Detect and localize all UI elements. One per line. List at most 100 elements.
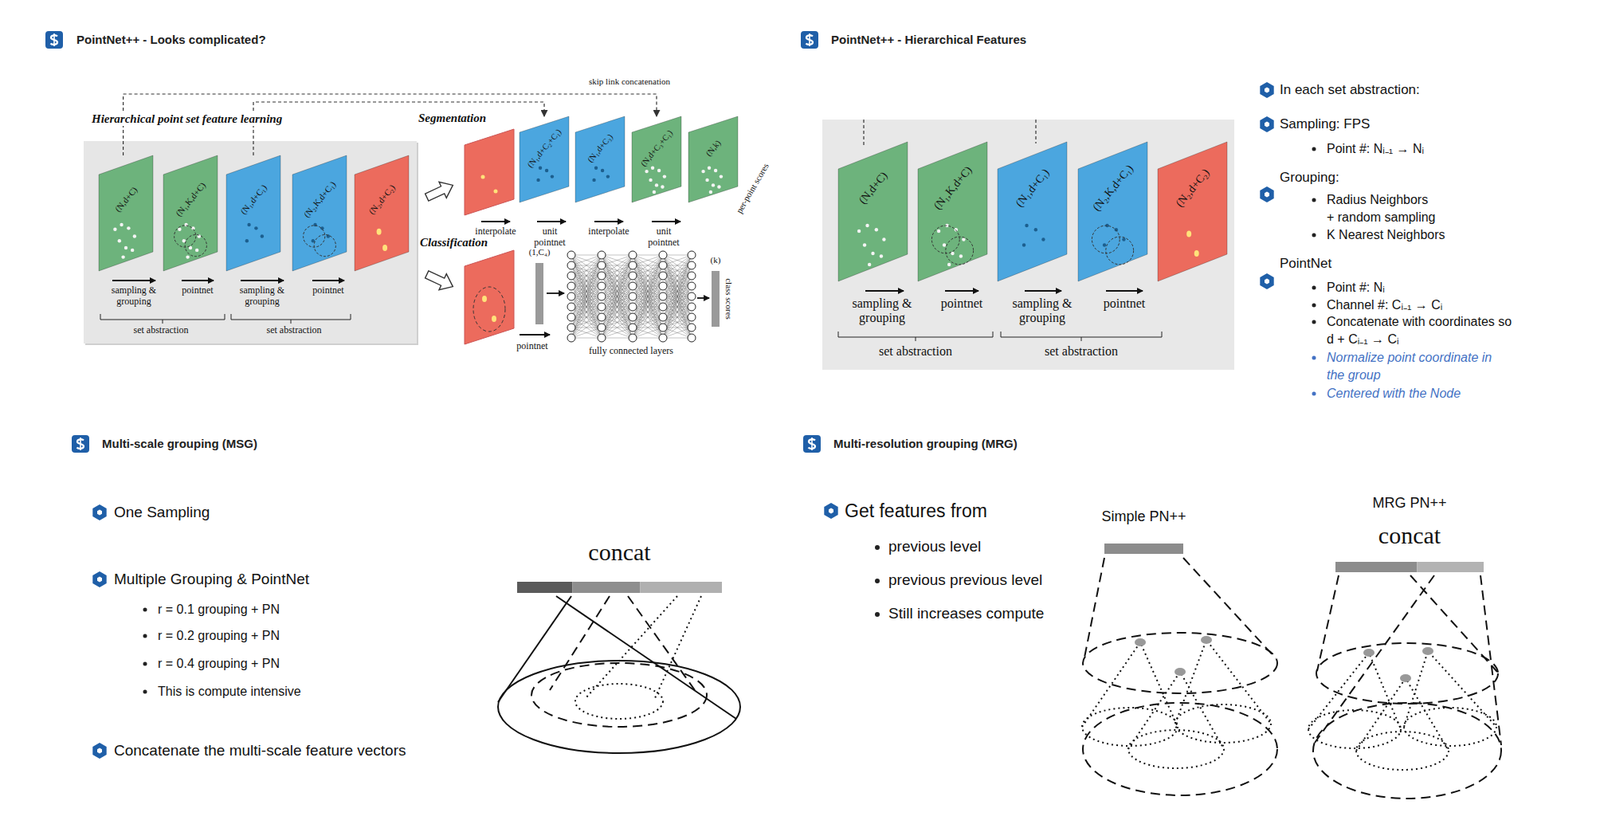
network-layers (662, 327, 692, 338)
node-label: pointnet (312, 285, 344, 297)
msg-figure (627, 596, 695, 691)
point-dot (652, 190, 656, 194)
network-layers (601, 254, 633, 328)
network-layers (662, 254, 692, 307)
network-layers (628, 282, 637, 291)
bullet-text: PointNet (1279, 254, 1332, 273)
concat-bar: MRG PN++concat (1335, 561, 1484, 573)
feature-plane: (N₁,K,d+C) (163, 155, 218, 271)
point-dot (247, 223, 251, 227)
bullet-hexagon (92, 571, 106, 588)
network-layers (628, 333, 637, 342)
network-layers (628, 313, 637, 322)
point-dot (382, 244, 388, 251)
bullet-hexagon (823, 502, 838, 519)
network-layers (601, 254, 633, 338)
bullet-text: Grouping: (1279, 168, 1340, 187)
feature-plane: (N,k)per-point scores (688, 116, 738, 203)
node-label: concat (1378, 521, 1441, 550)
network-layers (571, 254, 602, 328)
network-layers (658, 292, 667, 301)
bullet-dot (1312, 392, 1317, 397)
network-layers (601, 306, 633, 338)
node-label: set abstraction (1044, 344, 1118, 359)
bullet-dot (1312, 286, 1317, 291)
network-layers (597, 333, 606, 342)
point-dot (707, 166, 711, 170)
network-layers (571, 275, 602, 338)
bar-shape (1104, 543, 1184, 554)
point-dot (124, 246, 128, 250)
feature-plane: (N₂,K,d+C₁) (1078, 141, 1148, 282)
network-layers (662, 254, 692, 307)
group-ball (174, 225, 197, 248)
plane-shape (838, 141, 908, 282)
point-dot (133, 234, 137, 238)
plane-shape (631, 116, 682, 203)
bullet-text: Centered with the Node (1326, 384, 1461, 403)
network-layers (601, 327, 633, 338)
point-dot (711, 183, 715, 187)
step-arrow (519, 333, 550, 336)
network-layers (662, 306, 692, 338)
node-label: set abstraction (266, 325, 322, 337)
node-label: Simple PN++ (1101, 508, 1186, 526)
network-layers (571, 254, 602, 307)
step-arrow (546, 292, 565, 295)
bar-segment (1416, 561, 1484, 573)
msg-figure (549, 596, 610, 691)
bar-shape (711, 270, 720, 327)
bar-shape (517, 581, 722, 593)
mrg-figure (1314, 575, 1435, 743)
network-layers (597, 282, 606, 291)
network-layers (632, 286, 663, 338)
simple-figure (1200, 635, 1212, 644)
point-dot (126, 226, 130, 230)
network-layers (632, 254, 663, 266)
bullet-text: Point #: Nᵢ (1326, 278, 1385, 297)
network-layers (687, 261, 696, 270)
network-layers (567, 282, 576, 291)
network-layers (687, 282, 696, 291)
network-layers (658, 313, 667, 322)
bullet-text: Still increases compute (888, 603, 1044, 624)
network-layers (632, 296, 663, 338)
point-dot (185, 254, 189, 259)
node-label: pointnet (181, 285, 213, 297)
network-layers (658, 323, 667, 332)
network-layers (567, 292, 576, 301)
network-layers (571, 254, 602, 266)
bullet-hexagon (92, 82, 1274, 759)
simple-figure (1128, 729, 1224, 769)
network-layers (571, 327, 602, 338)
bullet-dot (874, 545, 880, 550)
network-layers (601, 286, 633, 338)
bullet-text: previous level (888, 537, 981, 557)
mrg-figure (1356, 731, 1449, 770)
point-dot (121, 254, 125, 259)
point-dot (662, 174, 667, 178)
stage-label: interpolate (474, 226, 516, 238)
plane-shape (519, 116, 569, 203)
group-ball (313, 235, 336, 257)
step-arrow (651, 220, 681, 223)
step-arrow (240, 279, 284, 282)
mrg-figure (1403, 707, 1497, 746)
network-layers (632, 286, 663, 338)
feature-plane: (N,d+C) (838, 141, 908, 282)
network-layers (571, 337, 602, 339)
node-label: concat (588, 538, 651, 567)
network-layers (601, 317, 633, 338)
node-label: set abstraction (133, 325, 189, 337)
network-layers (632, 275, 663, 338)
plane-shape (997, 141, 1067, 282)
point-dot (113, 227, 117, 232)
point-dot (1186, 231, 1192, 238)
network-layers (662, 327, 692, 338)
point-dot (1102, 243, 1106, 247)
bullet-dot (143, 690, 148, 695)
feature-plane: (N₁,d+C₁) (997, 141, 1067, 282)
point-dot (195, 248, 199, 252)
point-dot (1041, 237, 1045, 241)
simple-figure (1082, 639, 1271, 769)
